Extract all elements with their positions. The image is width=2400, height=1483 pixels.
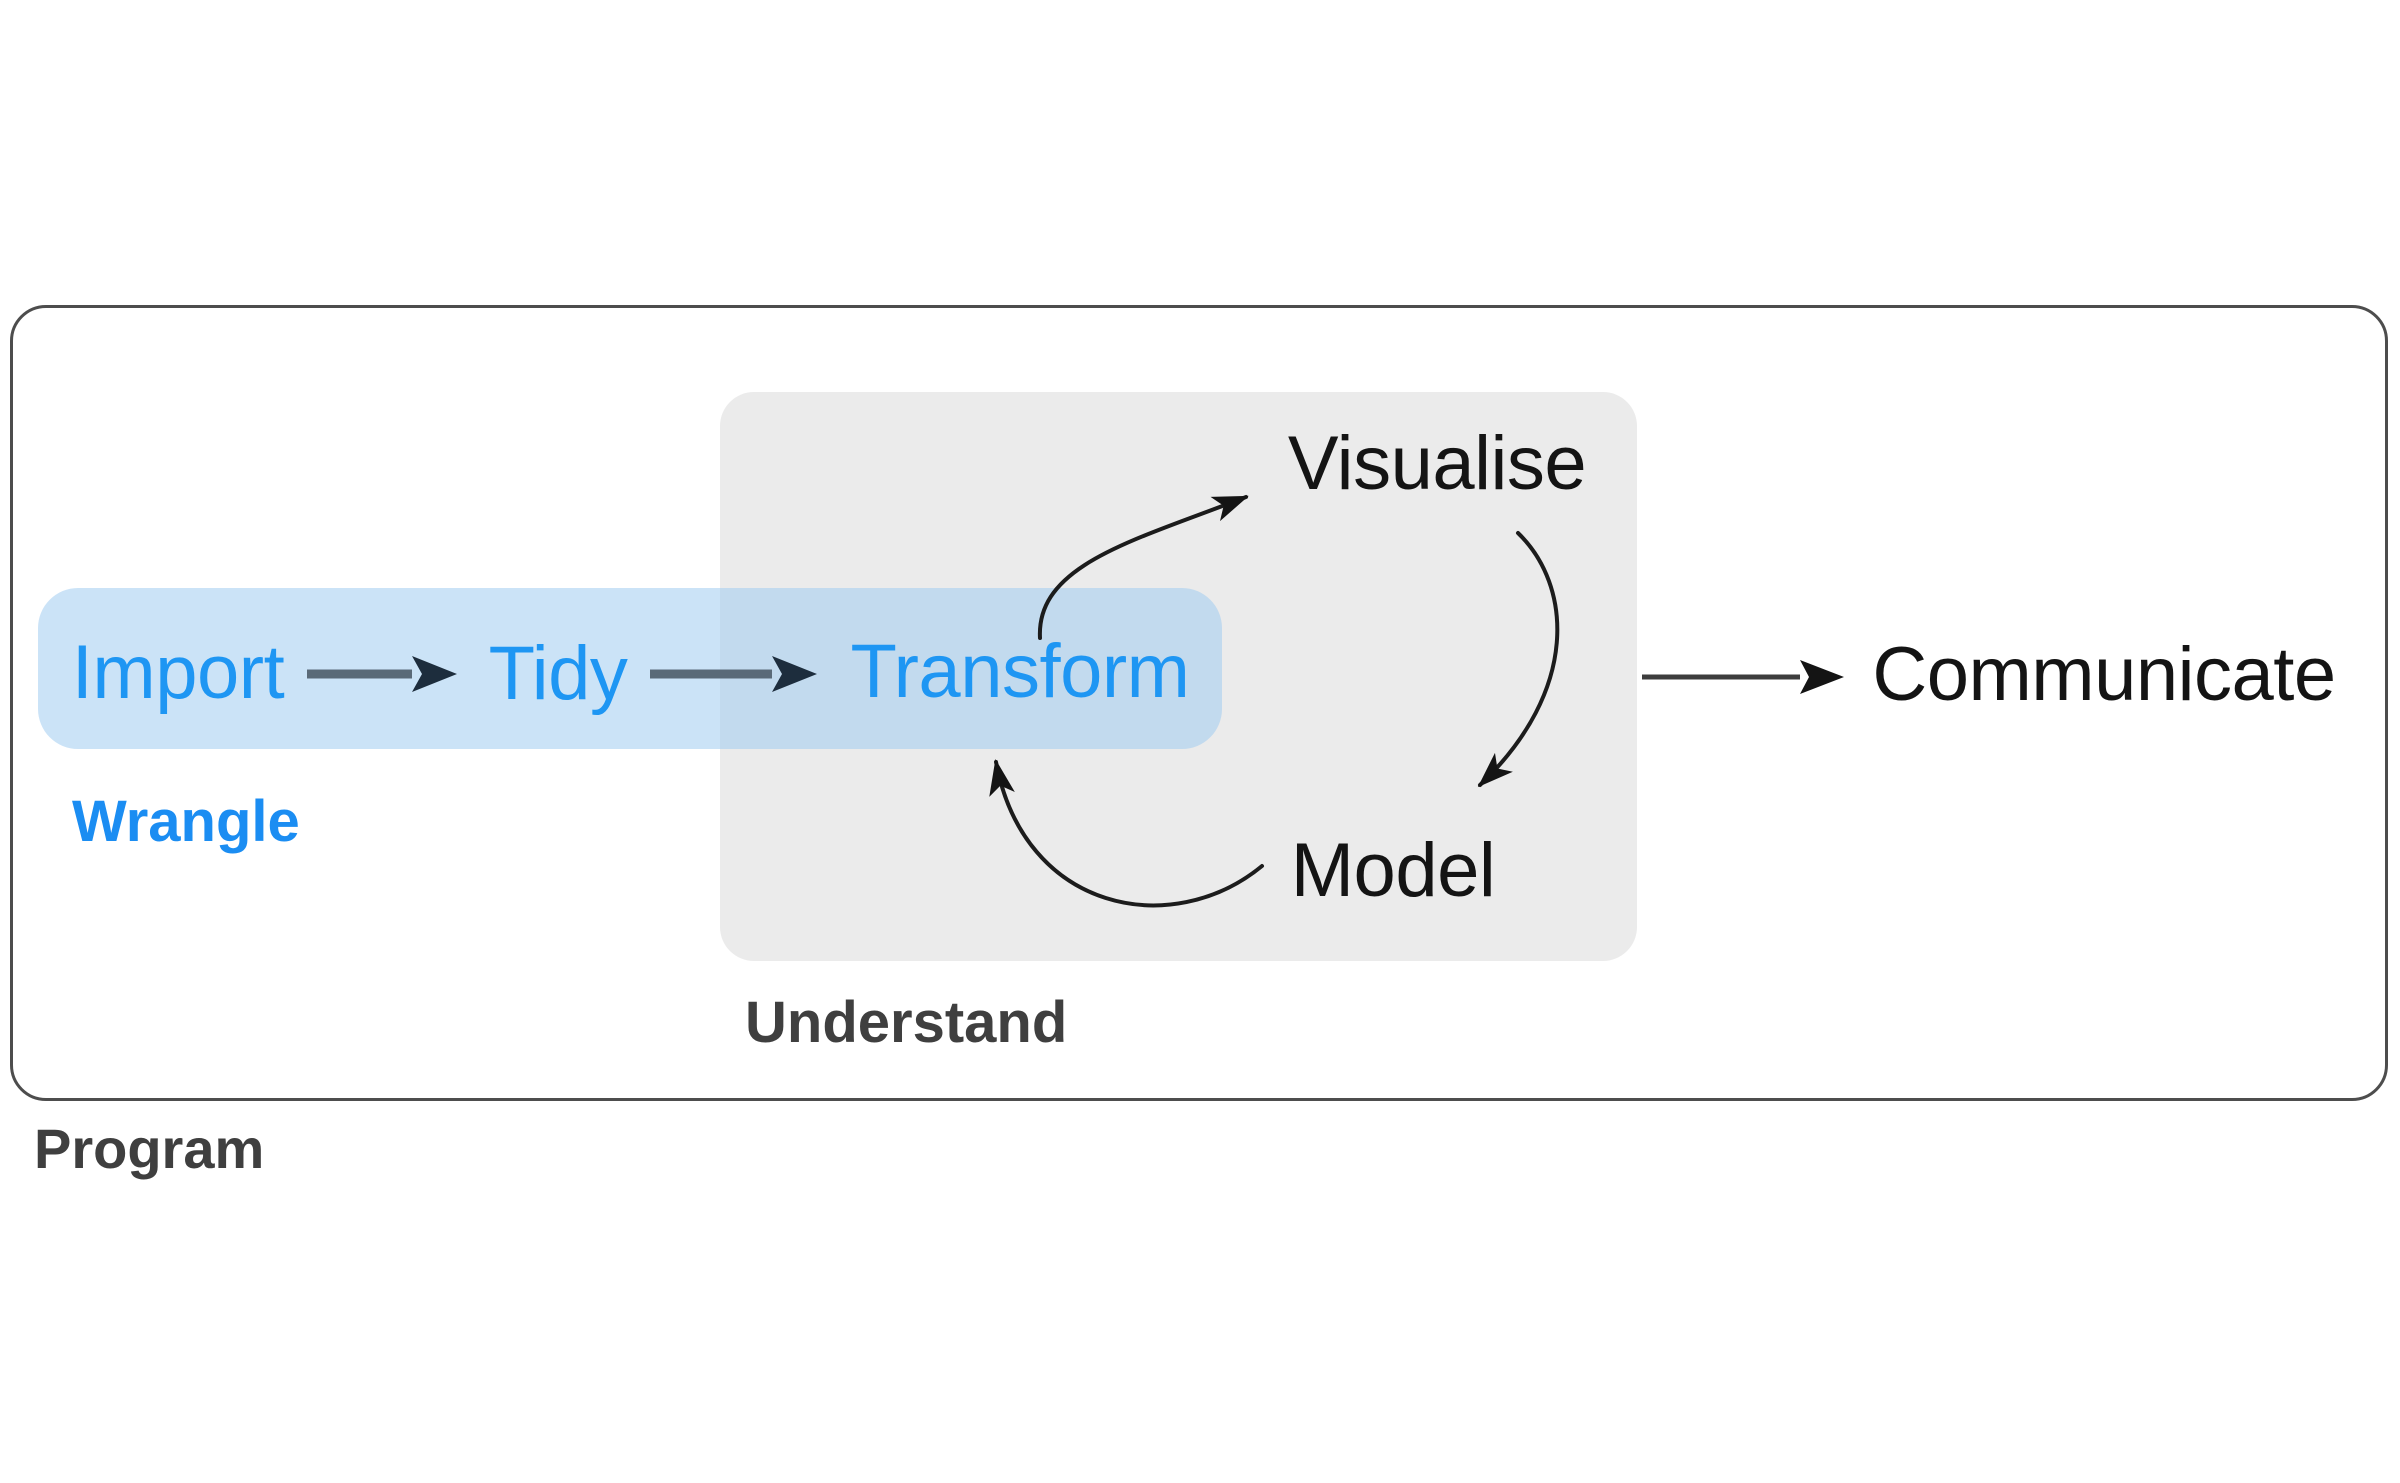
node-import: Import xyxy=(71,630,285,715)
node-model: Model xyxy=(1290,828,1496,913)
arrow-import-to-tidy xyxy=(307,656,457,692)
node-transform: Transform xyxy=(850,629,1190,714)
wrangle-region-box xyxy=(38,588,1222,749)
label-understand: Understand xyxy=(745,990,1068,1055)
arrow-visualise-to-model xyxy=(1477,531,1560,788)
arrow-tidy-to-transform xyxy=(650,656,817,692)
node-tidy: Tidy xyxy=(488,631,628,716)
arrow-transform-to-visualise xyxy=(1037,495,1249,640)
arrow-model-to-transform xyxy=(989,759,1264,908)
node-visualise: Visualise xyxy=(1287,421,1587,506)
label-wrangle: Wrangle xyxy=(72,789,300,854)
label-program: Program xyxy=(34,1117,265,1180)
arrow-to-communicate xyxy=(1642,660,1844,694)
node-communicate: Communicate xyxy=(1872,632,2336,717)
